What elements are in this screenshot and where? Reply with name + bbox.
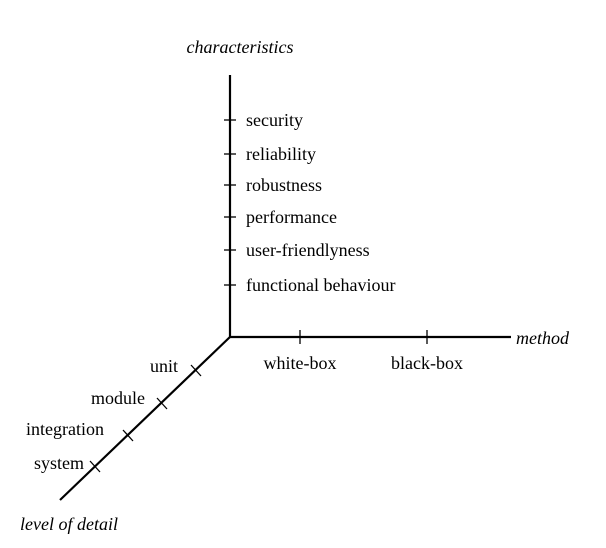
level-tick xyxy=(190,364,202,377)
characteristic-label: reliability xyxy=(246,144,316,164)
level-of-detail-axis xyxy=(59,335,232,501)
characteristics-axis-label: characteristics xyxy=(187,37,294,57)
method-axis-label: method xyxy=(516,328,570,348)
level-label: system xyxy=(34,453,84,473)
characteristic-label: robustness xyxy=(246,175,322,195)
level-label: module xyxy=(91,388,145,408)
characteristic-label: security xyxy=(246,110,303,130)
level-tick xyxy=(122,429,134,442)
method-label: white-box xyxy=(264,353,337,373)
characteristic-ticks xyxy=(224,119,236,286)
characteristic-label: functional behaviour xyxy=(246,275,395,295)
level-tick xyxy=(89,460,101,473)
level-label: integration xyxy=(26,419,104,439)
level-label: unit xyxy=(150,356,178,376)
level-tick xyxy=(156,397,168,410)
level-of-detail-axis-label: level of detail xyxy=(20,514,118,534)
characteristic-label: performance xyxy=(246,207,337,227)
characteristic-label: user-friendlyness xyxy=(246,240,370,260)
method-label: black-box xyxy=(391,353,463,373)
